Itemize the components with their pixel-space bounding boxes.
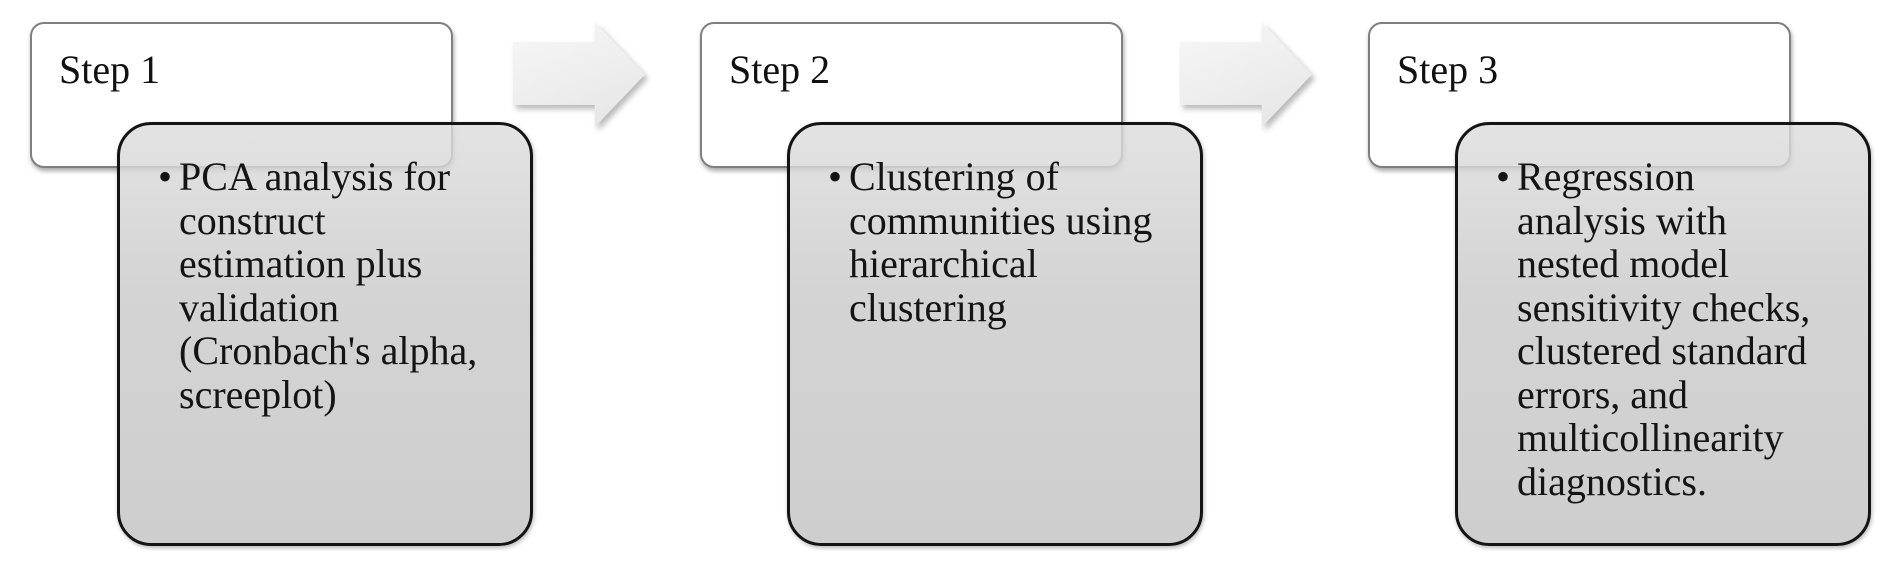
step-detail-card: • PCA analysis for construct estimation … [117, 122, 533, 546]
bullet-text-line: errors, and [1517, 371, 1689, 417]
bullet-text-line: sensitivity checks, [1517, 284, 1811, 330]
bullet-text-line: PCA analysis for [179, 154, 451, 199]
bullet-text-line: Regression [1517, 154, 1695, 199]
step-label: Step 3 [1397, 47, 1499, 92]
bullet-marker: • [1496, 154, 1511, 199]
step-detail-card: • Regression analysis with nested model … [1455, 122, 1871, 546]
bullet-text-line: (Cronbach's alpha, [179, 328, 478, 373]
arrow-right-icon [513, 22, 645, 127]
bullet-text: PCA analysis for construct estimation pl… [179, 155, 477, 416]
step-label: Step 2 [729, 47, 831, 92]
bullet-item: • Regression analysis with nested model … [1458, 125, 1868, 503]
bullet-text-line: construct [179, 197, 326, 243]
arrow-right-icon [1180, 22, 1312, 127]
step-panel-1: Step 1 • PCA analysis for construct esti… [0, 0, 645, 567]
bullet-text: Clustering of communities using hierarch… [849, 155, 1152, 329]
step-label: Step 1 [59, 47, 161, 92]
arrow-right-shape [1180, 22, 1312, 127]
step-panel-3: Step 3 • Regression analysis with nested… [1338, 0, 1892, 567]
bullet-item: • Clustering of communities using hierar… [790, 125, 1200, 329]
bullet-text-line: multicollinearity [1517, 415, 1784, 460]
bullet-text-line: validation [179, 284, 339, 330]
bullet-text-line: clustered standard [1517, 328, 1807, 373]
step-detail-card: • Clustering of communities using hierar… [787, 122, 1203, 546]
step-panel-2: Step 2 • Clustering of communities using… [670, 0, 1315, 567]
bullet-text-line: estimation plus [179, 241, 423, 286]
bullet-text-line: analysis with [1517, 197, 1727, 243]
bullet-item: • PCA analysis for construct estimation … [120, 125, 530, 416]
arrow-right-shape [513, 22, 645, 127]
bullet-text-line: screeplot) [179, 371, 337, 417]
bullet-text-line: Clustering of [849, 154, 1059, 199]
bullet-text-line: hierarchical [849, 241, 1038, 286]
bullet-marker: • [828, 154, 843, 199]
bullet-text-line: diagnostics. [1517, 458, 1707, 504]
bullet-text: Regression analysis with nested model se… [1517, 155, 1810, 503]
bullet-text-line: nested model [1517, 241, 1730, 286]
bullet-text-line: communities using [849, 197, 1153, 243]
bullet-marker: • [158, 154, 173, 199]
bullet-text-line: clustering [849, 284, 1007, 330]
